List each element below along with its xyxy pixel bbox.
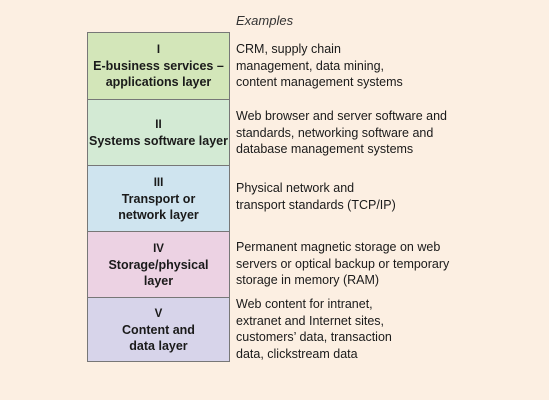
layer-5-box: V Content and data layer: [88, 297, 229, 361]
layer-5-name: Content and data layer: [122, 322, 195, 353]
examples-heading: Examples: [236, 13, 294, 28]
layer-3-name: Transport or network layer: [118, 191, 199, 222]
layer-5-numeral: V: [154, 307, 163, 320]
layer-4-example: Permanent magnetic storage on web server…: [236, 240, 450, 287]
layer-2-numeral: II: [155, 118, 162, 131]
layer-2-box: II Systems software layer: [88, 99, 229, 165]
layer-5-example: Web content for intranet, extranet and I…: [236, 297, 392, 361]
layer-1-box: I E-business services – applications lay…: [88, 33, 229, 99]
layer-4-name: Storage/physical layer: [108, 257, 209, 288]
layer-4-numeral: IV: [153, 242, 164, 255]
layer-1-example: CRM, supply chain management, data minin…: [236, 42, 403, 89]
layer-2-name: Systems software layer: [89, 133, 228, 148]
layer-3-example: Physical network and transport standards…: [236, 181, 396, 212]
layer-1-name: E-business services – applications layer: [93, 59, 224, 89]
layer-4-box: IV Storage/physical layer: [88, 231, 229, 297]
layer-3-box: III Transport or network layer: [88, 165, 229, 231]
layer-2-example: Web browser and server software and stan…: [236, 109, 447, 156]
layer-stack: I E-business services – applications lay…: [87, 32, 230, 362]
layer-3-numeral: III: [153, 176, 164, 189]
layer-1-numeral: I: [156, 44, 161, 56]
